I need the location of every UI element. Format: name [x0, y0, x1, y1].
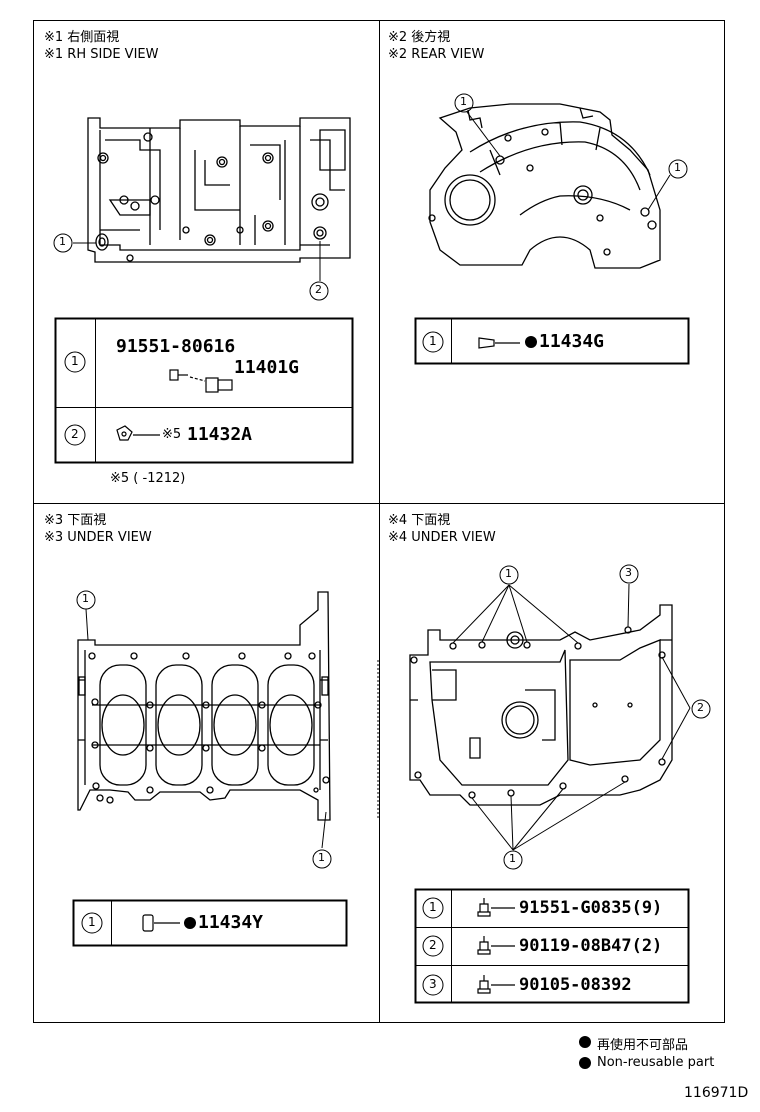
table-ref: 2: [71, 427, 79, 441]
p4-parts-table: [414, 888, 690, 1004]
p1-part-icons: [116, 369, 233, 441]
p2-part-icon: [478, 337, 520, 349]
callout-label: 3: [625, 566, 632, 579]
callout-circle: [312, 849, 332, 869]
part-number: 11401G: [234, 357, 300, 378]
callout-circle: [668, 159, 688, 179]
p4-title-en: ※4 UNDER VIEW: [388, 530, 496, 545]
callout-circle: [499, 565, 519, 585]
part-number: 91551-G0835(9): [519, 898, 663, 918]
part-number: 90105-08392: [519, 975, 632, 995]
callout-circle: [76, 590, 96, 610]
part-number: 11434G: [539, 331, 605, 352]
callout-label: 1: [59, 235, 66, 248]
p4-title-jp: ※4 下面視: [388, 513, 451, 528]
table-ref: 1: [71, 354, 79, 368]
callout-label: 2: [697, 701, 704, 714]
table-ref: 1: [429, 334, 437, 348]
document-id: 116971D: [684, 1085, 749, 1101]
legend-bullet: [579, 1057, 591, 1069]
part-number: 90119-08B47(2): [519, 936, 663, 956]
legend-bullet: [579, 1036, 591, 1048]
p3-title-jp: ※3 下面視: [44, 513, 107, 528]
p4-bolt-icons: [477, 898, 515, 994]
p1-title-en: ※1 RH SIDE VIEW: [44, 47, 159, 62]
table-ref: 2: [429, 938, 437, 952]
callout-circle: [503, 850, 523, 870]
p3-part-icon: [142, 914, 180, 932]
callout-label: 1: [509, 852, 516, 865]
legend-en: Non-reusable part: [597, 1055, 715, 1070]
under-view-pan-drawing: [409, 604, 673, 806]
p1-footnote: ※5 ( -1212): [110, 471, 186, 486]
part-prefix: ※5: [162, 427, 182, 442]
p2-parts-table: [414, 317, 690, 365]
callout-circle: [619, 564, 639, 584]
rear-view-drawing: [428, 103, 661, 269]
callout-label: 1: [82, 592, 89, 605]
table-ref: 1: [88, 915, 96, 929]
callout-label: 1: [318, 851, 325, 864]
callout-label: 1: [674, 161, 681, 174]
callout-circle: [53, 233, 73, 253]
legend-jp: 再使用不可部品: [597, 1038, 689, 1053]
part-number: 91551-80616: [116, 336, 236, 357]
p3-title-en: ※3 UNDER VIEW: [44, 530, 152, 545]
callout-circle: [309, 281, 329, 301]
non-reusable-mark: [525, 336, 537, 348]
callout-circle: [691, 699, 711, 719]
callout-label: 2: [315, 283, 322, 296]
under-view-block-drawing: [77, 591, 331, 821]
callout-circle: [454, 93, 474, 113]
table-ref: 1: [429, 900, 437, 914]
p1-title-jp: ※1 右側面視: [44, 30, 120, 45]
part-number: 11432A: [187, 424, 253, 445]
callout-label: 1: [505, 567, 512, 580]
p1-parts-table: [54, 317, 354, 464]
p3-parts-table: [72, 899, 348, 947]
non-reusable-mark: [184, 917, 196, 929]
rh-side-view-drawing: [87, 117, 351, 263]
p2-title-en: ※2 REAR VIEW: [388, 47, 485, 62]
part-number: 11434Y: [198, 912, 264, 933]
table-ref: 3: [429, 977, 437, 991]
p2-title-jp: ※2 後方視: [388, 30, 451, 45]
callout-label: 1: [460, 95, 467, 108]
